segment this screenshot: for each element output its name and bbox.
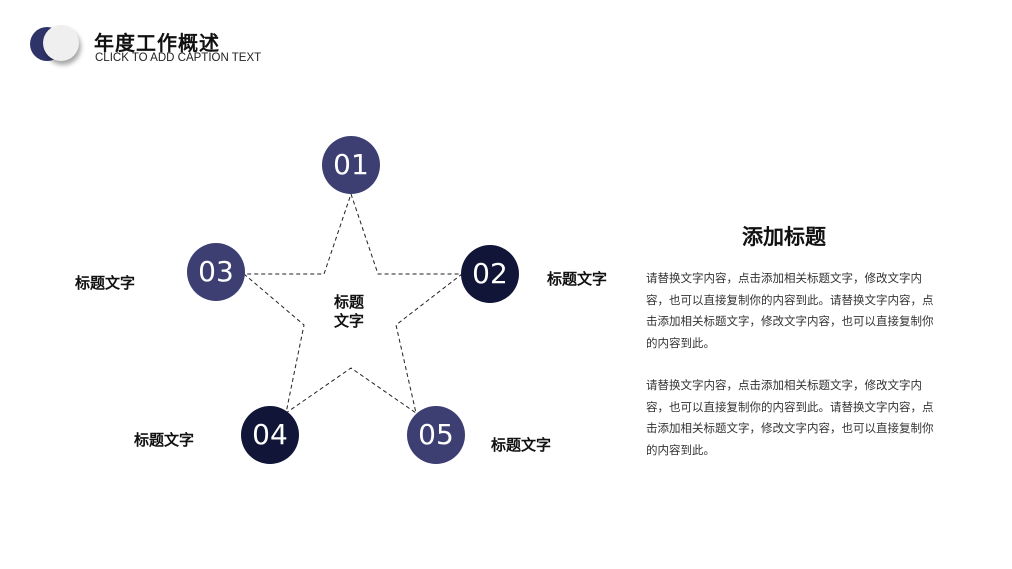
node-04-label[interactable]: 标题文字 [134, 431, 195, 449]
logo-light-circle [43, 25, 79, 61]
node-01[interactable]: 01 [322, 136, 380, 194]
node-03[interactable]: 03 [187, 243, 245, 301]
node-05-label[interactable]: 标题文字 [491, 436, 552, 454]
page-title[interactable]: 年度工作概述 [94, 31, 220, 55]
paragraph-1[interactable]: 请替换文字内容，点击添加相关标题文字，修改文字内容，也可以直接复制你的内容到此。… [646, 271, 934, 350]
page-caption[interactable]: CLICK TO ADD CAPTION TEXT [95, 52, 262, 64]
star-dashed-path [242, 192, 464, 415]
star-center-label[interactable]: 标题 文字 [322, 293, 376, 331]
node-02-label[interactable]: 标题文字 [547, 270, 608, 288]
logo-icon [30, 25, 82, 65]
node-05[interactable]: 05 [407, 406, 465, 464]
node-02[interactable]: 02 [461, 245, 519, 303]
center-label-line2: 文字 [333, 312, 364, 330]
center-label-line1: 标题 [333, 293, 364, 311]
node-04[interactable]: 04 [241, 406, 299, 464]
section-heading[interactable]: 添加标题 [742, 225, 826, 249]
node-03-label[interactable]: 标题文字 [75, 274, 136, 292]
paragraph-2[interactable]: 请替换文字内容，点击添加相关标题文字，修改文字内容，也可以直接复制你的内容到此。… [646, 378, 934, 457]
